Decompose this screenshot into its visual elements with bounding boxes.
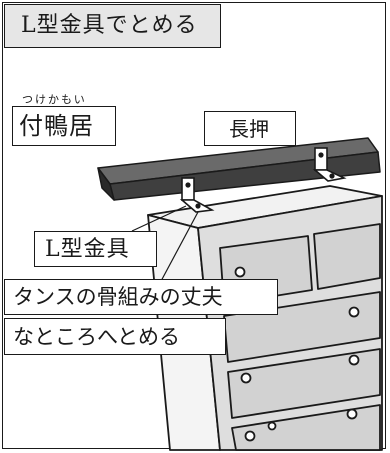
bracket-label: L型金具 (34, 231, 157, 267)
note-label-line1: タンスの骨組みの丈夫 (4, 279, 278, 315)
nageshi-label: 長押 (204, 111, 296, 146)
leader-lines (131, 205, 199, 284)
kamoi-label: 付鴨居 (12, 106, 116, 146)
l-bracket-icon (179, 147, 347, 213)
title-label: L型金具でとめる (4, 4, 221, 48)
note-label-line2: なところへとめる (4, 318, 226, 355)
chest-of-drawers-icon (147, 185, 383, 451)
wooden-rail-icon (97, 137, 381, 201)
kamoi-ruby-text: つけかもい (22, 93, 87, 106)
